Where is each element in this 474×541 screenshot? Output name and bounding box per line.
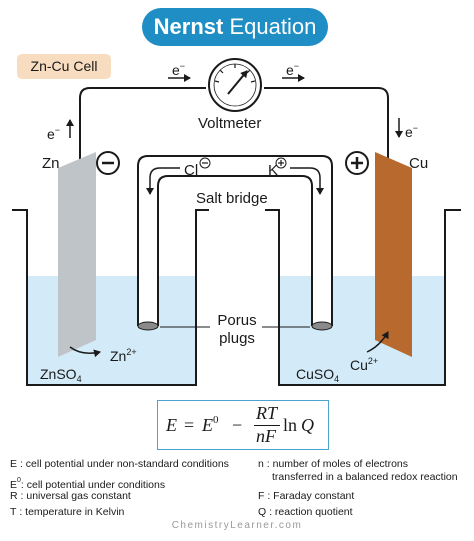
legend-item-Q: Q : reaction quotient bbox=[258, 506, 353, 518]
porus-label-line1: Porus bbox=[217, 312, 257, 329]
salt-bridge-label: Salt bridge bbox=[196, 190, 268, 207]
anion-label: Cl bbox=[184, 162, 199, 179]
nernst-equation: E = E0 − RT nF ln Q bbox=[158, 401, 328, 449]
external-wire bbox=[79, 87, 389, 160]
left-porus-plug bbox=[137, 321, 159, 331]
cathode-sign-icon bbox=[345, 151, 369, 175]
zinc-sulfate-label: ZnSO4 bbox=[40, 366, 82, 384]
zinc-ion-arrow bbox=[69, 346, 101, 358]
copper-sulfate-solution bbox=[279, 276, 445, 385]
anode-metal-label: Zn bbox=[42, 155, 60, 172]
cell-label: Zn-Cu Cell bbox=[17, 54, 111, 79]
zinc-ion-label: Zn2+ bbox=[110, 347, 137, 364]
left-beaker bbox=[12, 209, 209, 386]
legend-item-F: F : Faraday constant bbox=[258, 490, 355, 502]
porus-label-line2: plugs bbox=[219, 330, 255, 347]
source-footer: ChemistryLearner.com bbox=[171, 520, 303, 531]
title-bold: Nernst bbox=[153, 14, 224, 39]
eq-minus: − bbox=[232, 415, 243, 435]
copper-sulfate-label: CuSO4 bbox=[296, 366, 340, 384]
eq-denominator: nF bbox=[256, 426, 276, 446]
eq-equals: = bbox=[184, 415, 195, 435]
electron-label-top-left: e− bbox=[172, 61, 186, 78]
electron-label-right: e− bbox=[405, 123, 419, 140]
cation-flow-arrow bbox=[290, 167, 324, 195]
eq-Q: Q bbox=[301, 415, 314, 435]
electron-label-top-right: e− bbox=[286, 61, 300, 78]
cation-charge-icon bbox=[275, 157, 287, 169]
eq-E: E bbox=[166, 415, 177, 435]
anion-flow-arrow bbox=[146, 167, 180, 195]
voltmeter-dial bbox=[208, 58, 262, 112]
right-beaker bbox=[265, 209, 461, 386]
eq-ln: ln bbox=[283, 415, 298, 435]
cation-label: K bbox=[268, 162, 279, 179]
eq-E0: E0 bbox=[202, 414, 219, 435]
legend-item-R: R : universal gas constant bbox=[10, 490, 131, 502]
right-porus-plug bbox=[311, 321, 333, 331]
title-rest: Equation bbox=[223, 14, 317, 39]
legend-item-E: E : cell potential under non-standard co… bbox=[10, 458, 229, 470]
electron-label-left: e− bbox=[47, 125, 61, 142]
copper-ion-arrow bbox=[366, 331, 389, 353]
legend-item-E0: E0: cell potential under conditions bbox=[10, 477, 166, 491]
legend-item-n-line2: transferred in a balanced redox reaction bbox=[272, 471, 458, 483]
anion-charge-icon bbox=[199, 157, 211, 169]
anode-sign-icon bbox=[96, 151, 120, 175]
page-title: Nernst Equation bbox=[142, 8, 328, 46]
copper-electrode bbox=[375, 152, 412, 357]
voltmeter-label: Voltmeter bbox=[198, 115, 262, 132]
zinc-sulfate-solution bbox=[27, 276, 196, 385]
eq-fraction-bar bbox=[254, 425, 280, 426]
eq-numerator: RT bbox=[256, 403, 278, 423]
nernst-equation-box: E = E0 − RT nF ln Q bbox=[157, 400, 329, 450]
cathode-metal-label: Cu bbox=[409, 155, 429, 172]
legend-item-n: n : number of moles of electrons bbox=[258, 458, 408, 470]
copper-ion-label: Cu2+ bbox=[350, 356, 379, 373]
zinc-electrode bbox=[58, 152, 96, 357]
legend-item-T: T : temperature in Kelvin bbox=[10, 506, 125, 518]
